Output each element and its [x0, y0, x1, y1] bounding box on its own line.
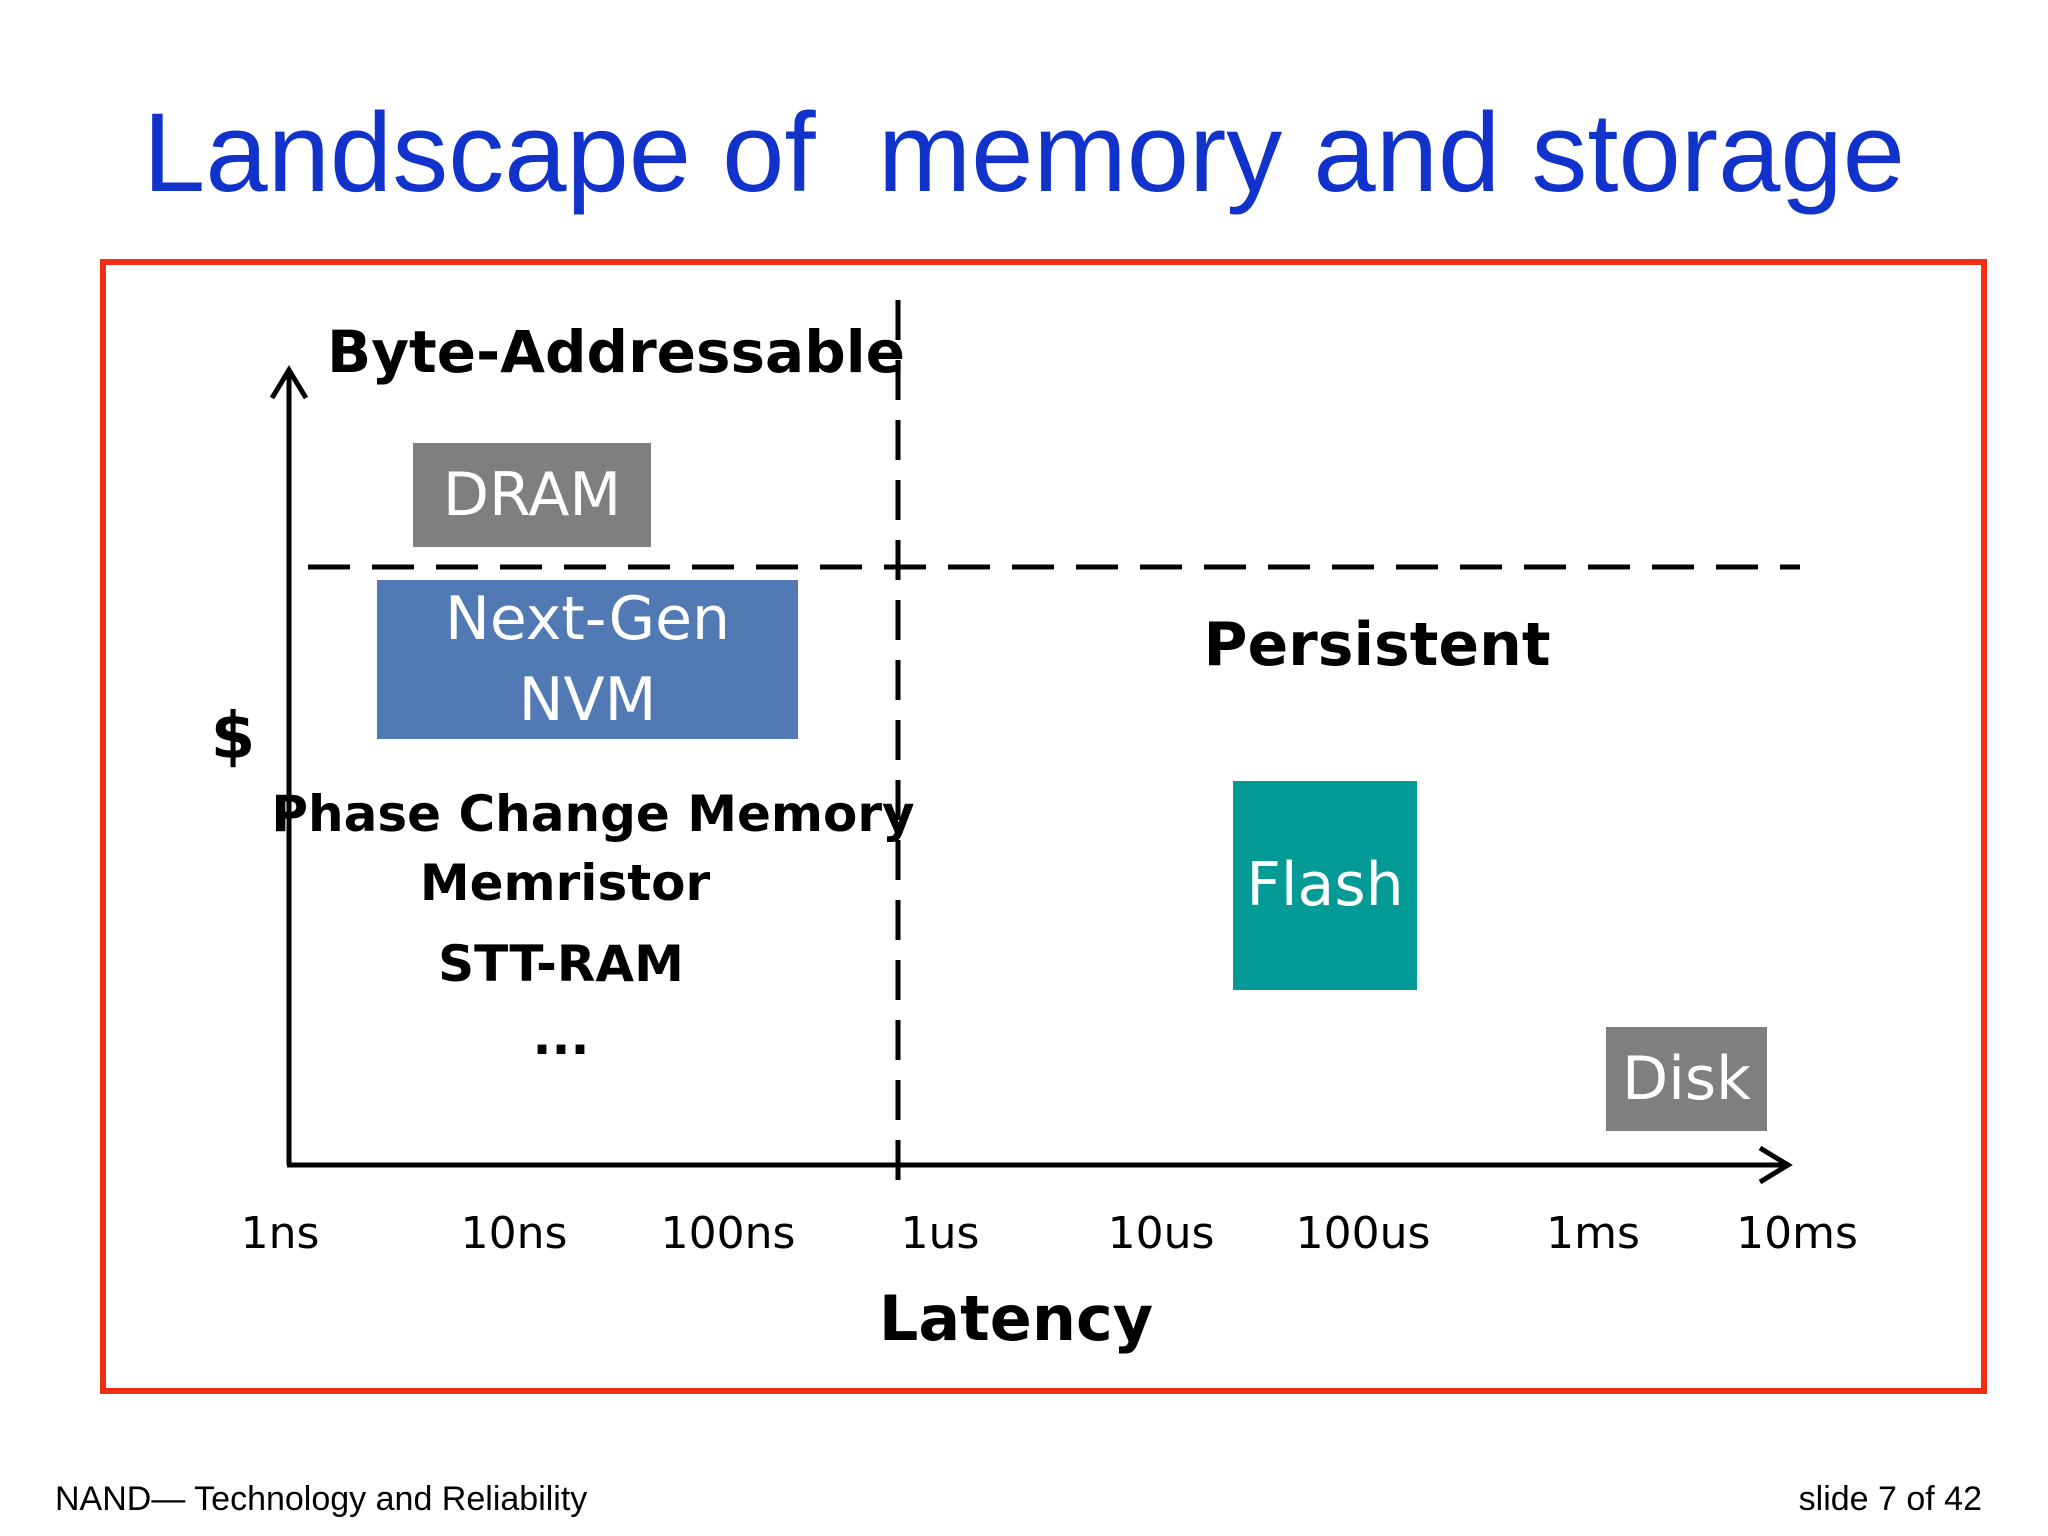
dram-box: DRAM — [413, 443, 651, 547]
nvm-box: Next-Gen NVM — [377, 580, 798, 739]
y-axis-arrow-icon — [269, 365, 309, 400]
nvm-example-sttram: STT-RAM — [438, 935, 684, 993]
x-tick-label: 10ns — [460, 1208, 568, 1259]
flash-label: Flash — [1246, 850, 1404, 920]
footer-title: NAND— Technology and Reliability — [55, 1480, 588, 1518]
disk-box: Disk — [1606, 1027, 1767, 1131]
nvm-example-memristor: Memristor — [419, 854, 711, 912]
nvm-label-line2: NVM — [518, 664, 657, 735]
disk-label: Disk — [1622, 1043, 1751, 1114]
slide-title: Landscape of memory and storage — [143, 90, 1905, 215]
dram-label: DRAM — [442, 459, 622, 530]
x-tick-label: 100ns — [660, 1208, 796, 1259]
x-axis-label: Latency — [878, 1282, 1154, 1355]
y-axis-label: $ — [210, 700, 256, 774]
x-axis-arrow-icon — [1758, 1145, 1793, 1185]
x-tick-label: 10ms — [1736, 1208, 1858, 1259]
x-tick-label: 10us — [1107, 1208, 1215, 1259]
nvm-example-ellipsis: ... — [532, 1008, 590, 1066]
nvm-label-line1: Next-Gen — [444, 583, 731, 654]
x-tick-label: 1ms — [1546, 1208, 1640, 1259]
x-tick-label: 100us — [1295, 1208, 1431, 1259]
byte-addressable-label: Byte-Addressable — [327, 318, 905, 386]
x-tick-label: 1ns — [240, 1208, 320, 1259]
persistent-label: Persistent — [1203, 610, 1551, 680]
flash-box: Flash — [1233, 781, 1417, 990]
slide-number: slide 7 of 42 — [1798, 1480, 1982, 1518]
x-tick-label: 1us — [900, 1208, 980, 1259]
nvm-example-pcm: Phase Change Memory — [271, 785, 915, 843]
diagram-frame — [100, 259, 1987, 1394]
